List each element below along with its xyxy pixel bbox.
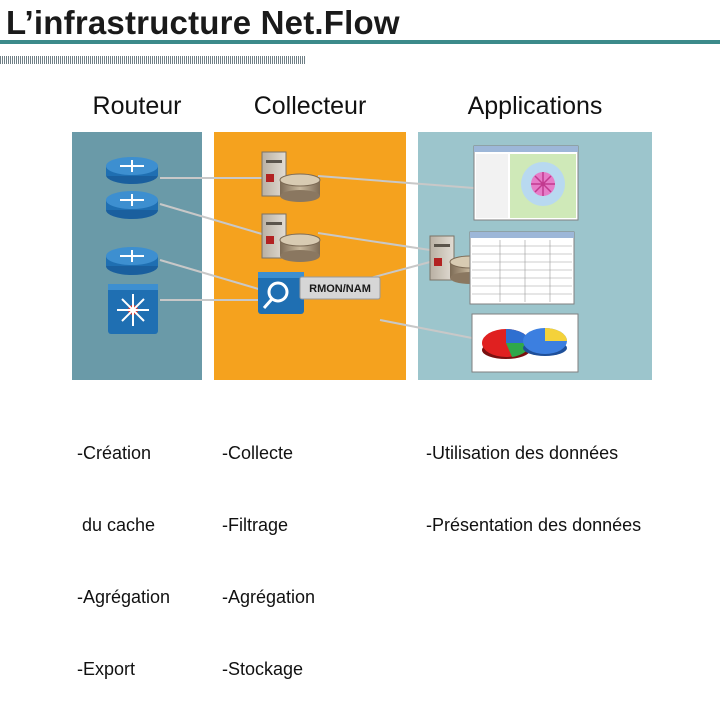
router-bullets: -Création du cache -Agrégation -Export [77,393,170,705]
router-bullet: -Export [77,659,136,679]
applications-heading: Applications [467,92,603,120]
router-bullet: -Agrégation [77,587,171,607]
switch-icon [108,284,158,334]
title-underline [0,40,720,44]
rmon-nam-label: RMON/NAM [309,283,371,295]
applications-bullets: -Utilisation des données -Présentation d… [426,393,641,561]
flow-arrows [159,175,475,339]
flow-arrow [159,259,263,291]
collector-bullet: -Filtrage [222,515,289,535]
database-icon [279,233,321,262]
network-map-screen-icon [473,145,579,221]
collector-heading: Collecteur [253,92,367,120]
applications-bullet: -Utilisation des données [426,443,619,463]
rmon-probe-icon [258,272,381,314]
database-icon [279,173,321,202]
applications-bullet: -Présentation des données [426,515,642,535]
collector-bullet: -Stockage [222,659,304,679]
router-heading: Routeur [92,92,182,120]
router-icon [106,191,158,219]
slide-title: L’infrastructure Net.Flow [6,4,400,41]
diagram-graphics: RMON/NAM [106,145,579,373]
spreadsheet-screen-icon [469,231,575,305]
flow-arrow [379,319,473,339]
flow-arrow [317,175,475,189]
pie-chart-screen-icon [471,313,579,373]
flow-arrow [317,232,431,251]
flow-arrow [159,203,263,235]
router-bullet: du cache [77,515,156,535]
collector-bullets: -Collecte -Filtrage -Agrégation -Stockag… [222,393,315,705]
collector-bullet: -Agrégation [222,587,316,607]
router-bullet: -Création [77,443,152,463]
decorative-hatch-bar [0,56,305,64]
collector-bullet: -Collecte [222,443,294,463]
router-icon [106,157,158,184]
router-icon [106,247,158,275]
